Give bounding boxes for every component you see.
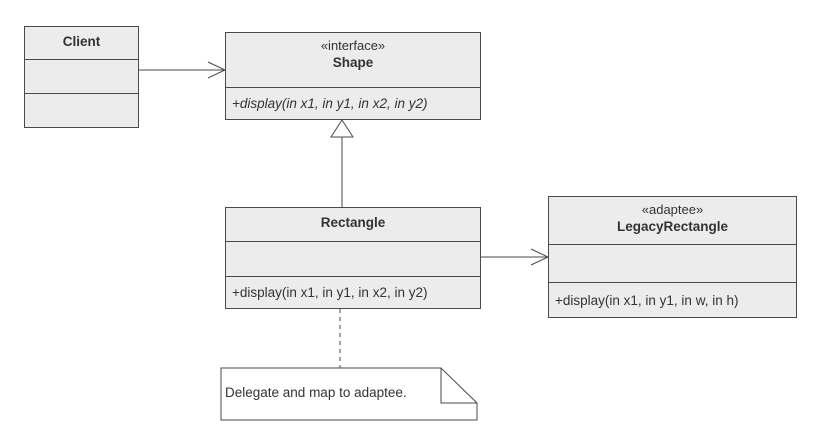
class-legacy-rectangle-name-compartment: «adaptee» LegacyRectangle — [549, 197, 796, 244]
note-text: Delegate and map to adaptee. — [225, 385, 407, 400]
class-legacy-rectangle-operations: +display(in x1, in y1, in w, in h) — [549, 282, 796, 317]
class-name: Client — [62, 34, 101, 49]
operations-text: +display(in x1, in y1, in w, in h) — [555, 292, 739, 308]
operations-text: +display(in x1, in y1, in x2, in y2) — [232, 285, 428, 300]
class-rectangle-name-compartment: Rectangle — [226, 208, 480, 241]
hollow-triangle-arrowhead-icon — [330, 119, 354, 138]
class-legacy-rectangle-attributes — [549, 244, 796, 282]
class-rectangle-attributes — [226, 241, 480, 276]
stereotype-label: «interface» — [320, 38, 386, 53]
class-shape[interactable]: «interface» Shape +display(in x1, in y1,… — [225, 32, 481, 120]
operations-text: +display(in x1, in y1, in x2, in y2) — [232, 96, 428, 111]
class-shape-name-compartment: «interface» Shape — [226, 33, 480, 87]
client-to-shape-association — [138, 61, 227, 79]
rectangle-to-shape-realization — [330, 119, 354, 208]
stereotype-label: «adaptee» — [641, 202, 704, 217]
class-client-name-compartment: Client — [25, 27, 138, 59]
class-name: Shape — [332, 55, 374, 70]
class-name: LegacyRectangle — [616, 219, 729, 234]
folded-corner-icon — [440, 368, 477, 404]
class-shape-operations: +display(in x1, in y1, in x2, in y2) — [226, 87, 480, 119]
class-client[interactable]: Client — [24, 26, 139, 128]
class-name: Rectangle — [320, 215, 386, 230]
class-rectangle[interactable]: Rectangle +display(in x1, in y1, in x2, … — [225, 207, 481, 309]
class-rectangle-operations: +display(in x1, in y1, in x2, in y2) — [226, 276, 480, 308]
class-client-attributes — [25, 59, 138, 93]
rectangle-to-legacy-association — [481, 248, 550, 266]
class-client-operations — [25, 93, 138, 127]
note-shape — [220, 367, 478, 421]
class-legacy-rectangle[interactable]: «adaptee» LegacyRectangle +display(in x1… — [548, 196, 797, 318]
